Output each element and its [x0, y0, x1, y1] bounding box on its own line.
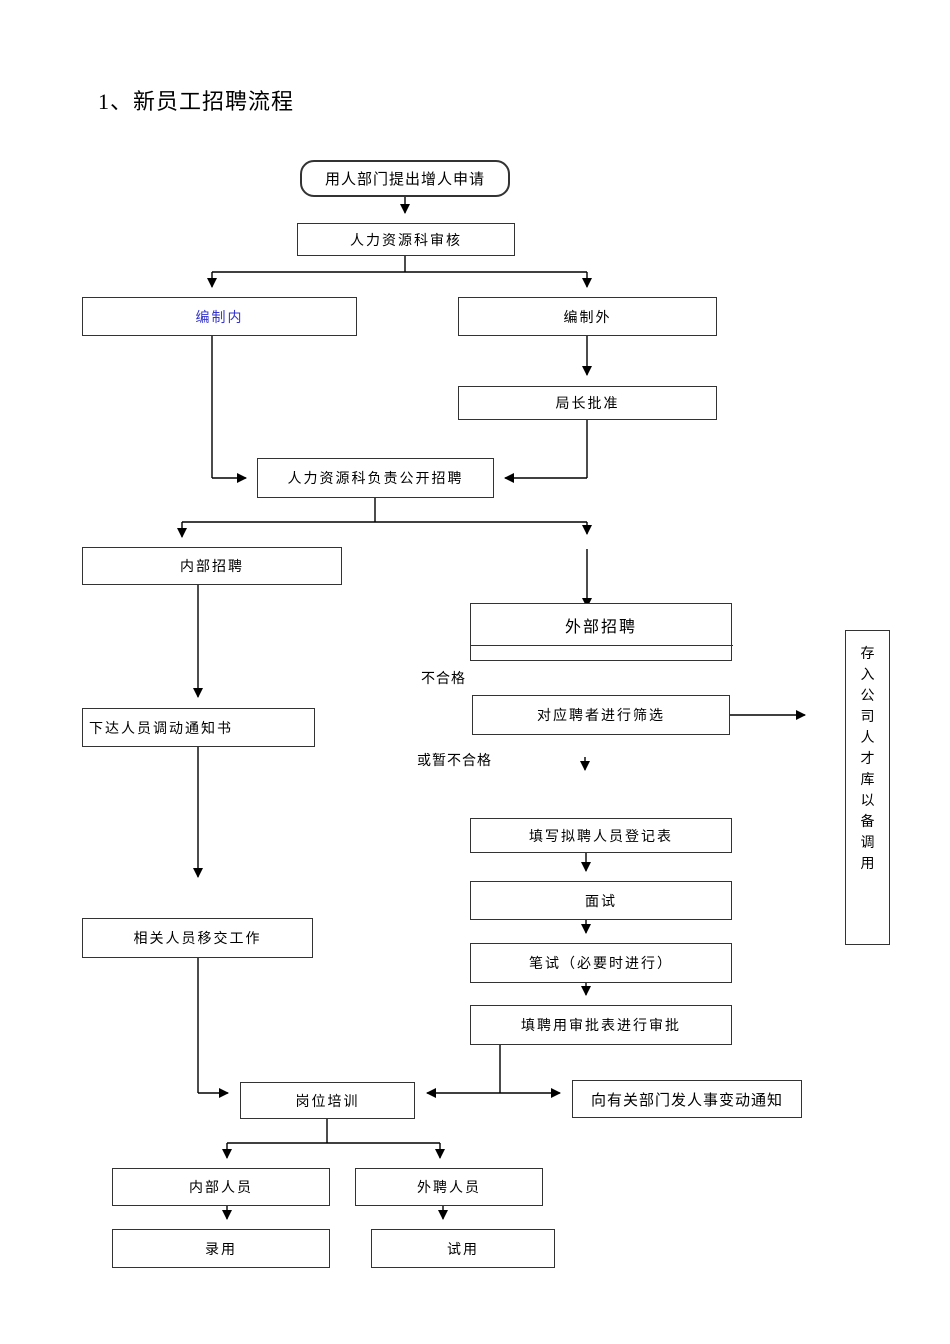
flow-node-external-recruit-strip [469, 645, 733, 660]
flow-node-open-recruit: 人力资源科负责公开招聘 [257, 458, 494, 498]
flow-node-internal-recruit: 内部招聘 [82, 547, 342, 585]
flow-node-inside-quota: 编制内 [82, 297, 357, 336]
flow-node-probation: 试用 [371, 1229, 555, 1268]
flow-node-screening: 对应聘者进行筛选 [472, 695, 730, 735]
flow-node-external-recruit-label: 外部招聘 [564, 619, 637, 636]
flow-node-external-staff: 外聘人员 [355, 1168, 543, 1206]
flow-node-registration: 填写拟聘人员登记表 [470, 818, 732, 853]
flow-node-handover: 相关人员移交工作 [82, 918, 313, 958]
flow-node-transfer-notice: 下达人员调动通知书 [82, 708, 315, 747]
flow-node-director-approval: 局长批准 [458, 386, 717, 420]
flow-node-talent-pool-label: 存入公司人才库以备调用 [860, 647, 875, 872]
flow-node-talent-pool: 存入公司人才库以备调用 [845, 630, 890, 945]
flow-node-interview: 面试 [470, 881, 732, 920]
flow-label-unqualified: 不合格 [421, 672, 466, 687]
flow-node-written-test: 笔试（必要时进行） [470, 943, 732, 983]
flow-node-outside-quota: 编制外 [458, 297, 717, 336]
flow-label-or-temp-unqualified: 或暂不合格 [417, 754, 492, 769]
flow-node-training: 岗位培训 [240, 1082, 415, 1119]
flow-node-hire: 录用 [112, 1229, 330, 1268]
flow-node-hr-change-notice: 向有关部门发人事变动通知 [572, 1080, 802, 1118]
flow-node-approval: 填聘用审批表进行审批 [470, 1005, 732, 1045]
page-title: 1、新员工招聘流程 [98, 89, 295, 114]
flow-node-hr-review: 人力资源科审核 [297, 223, 515, 256]
flow-node-internal-staff: 内部人员 [112, 1168, 330, 1206]
flow-node-start: 用人部门提出增人申请 [300, 160, 510, 197]
flow-node-external-recruit: 外部招聘 [469, 603, 733, 661]
